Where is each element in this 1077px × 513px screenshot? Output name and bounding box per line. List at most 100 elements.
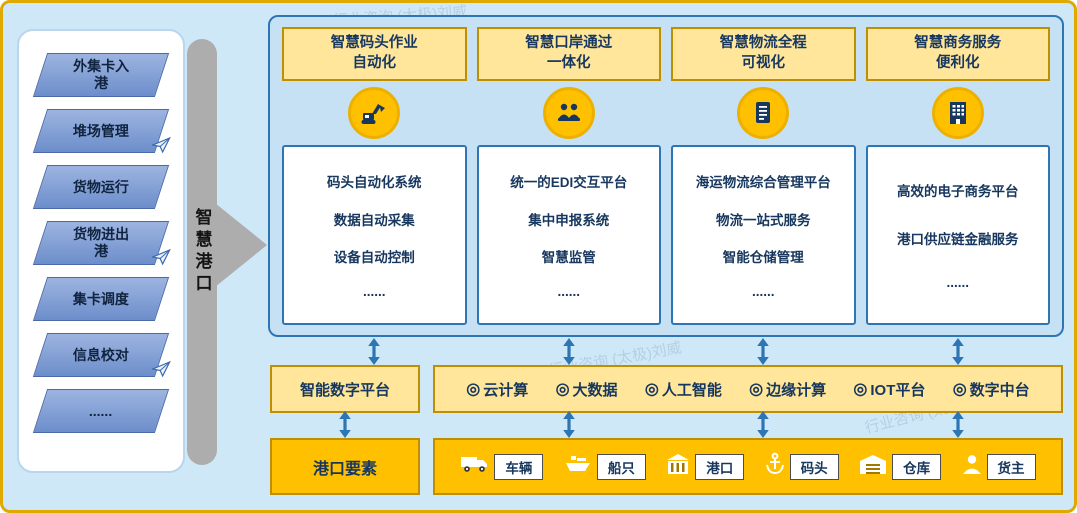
element-item-port: 港口: [665, 453, 745, 480]
element-item-label: 港口: [695, 453, 745, 480]
ship-icon: [563, 453, 593, 480]
element-item-dock: 码头: [764, 452, 839, 481]
tech-item-label: 人工智能: [661, 381, 722, 399]
element-item-label: 船只: [596, 453, 646, 480]
pillar-item: 数据自动采集: [333, 212, 415, 228]
pillar-icon-wrap: [671, 81, 856, 145]
pillar-item: 码头自动化系统: [327, 174, 422, 190]
tech-item: ◎ 人工智能: [645, 379, 722, 400]
pillar-title-line2: 可视化: [741, 55, 786, 71]
process-item-label: 货物进出港: [73, 226, 129, 259]
pillar-items: 统一的EDI交互平台 集中申报系统 智慧监管 ......: [476, 145, 661, 325]
pillar-title: 智慧码头作业 自动化: [282, 27, 467, 81]
process-item: 堆场管理: [32, 109, 171, 154]
smart-port-bracket-label: 智慧港口: [192, 208, 212, 296]
pillar-item: 智能仓储管理: [722, 250, 804, 266]
customs-staff-icon: [542, 87, 595, 139]
pillar-item: ......: [946, 274, 969, 290]
smart-port-pillars-container: 智慧码头作业 自动化 码头自动化系: [268, 15, 1064, 337]
port-elements-label: 港口要素: [312, 460, 377, 478]
target-bullet-icon: ◎: [749, 381, 764, 398]
smart-port-bracket: 智慧港口: [187, 39, 267, 465]
pillar-business-services: 智慧商务服务 便利化 高效的电子商: [865, 27, 1051, 325]
cargo-owner-icon: [961, 453, 983, 480]
element-item-label: 货主: [986, 453, 1036, 480]
anchor-icon: [764, 452, 786, 481]
process-item: 集卡调度: [32, 277, 170, 321]
pillar-logistics-visibility: 智慧物流全程 可视化 海运物流综合管理平台 物流一站式服务 智能仓储管: [671, 27, 856, 325]
pillar-items: 高效的电子商务平台 港口供应链金融服务 ......: [865, 145, 1050, 325]
pillar-item: 海运物流综合管理平台: [695, 174, 831, 190]
pillar-item: ......: [362, 284, 386, 300]
element-item-label: 车辆: [494, 453, 544, 480]
process-item: 信息校对: [32, 333, 171, 378]
target-bullet-icon: ◎: [644, 381, 659, 398]
pillar-item: 高效的电子商务平台: [897, 184, 1019, 200]
tech-item: ◎ 数字中台: [953, 379, 1030, 400]
tech-item: ◎ 边缘计算: [749, 379, 826, 400]
logistics-document-icon: [737, 87, 790, 139]
digital-platform-label: 智能数字平台: [299, 381, 390, 399]
pillar-title-line1: 智慧商务服务: [914, 35, 1002, 52]
element-item-ship: 船只: [563, 453, 646, 480]
commerce-building-icon: [931, 87, 984, 139]
excavator-icon: [348, 87, 401, 139]
double-arrow-icon: [755, 411, 771, 438]
pillar-title-line1: 智慧物流全程: [719, 35, 807, 52]
warehouse-icon: [858, 453, 888, 480]
double-arrow-icon: [366, 338, 382, 365]
pillar-item: ......: [751, 284, 775, 300]
element-item-cargo-owner: 货主: [961, 453, 1036, 480]
port-building-icon: [665, 453, 691, 480]
element-item-warehouse: 仓库: [858, 453, 942, 480]
element-item-label: 仓库: [892, 453, 942, 480]
tech-item: ◎ 云计算: [466, 379, 528, 400]
double-arrow-icon: [561, 338, 577, 365]
double-arrow-icon: [950, 411, 966, 438]
process-item-label: 货物运行: [73, 178, 130, 195]
target-bullet-icon: ◎: [555, 381, 570, 398]
double-arrow-icon: [950, 338, 966, 365]
process-item-label: 信息校对: [73, 346, 130, 363]
pillar-item: 物流一站式服务: [716, 212, 811, 228]
process-item: 外集卡入港: [32, 53, 170, 97]
pillar-title-line1: 智慧码头作业: [330, 35, 418, 52]
target-bullet-icon: ◎: [466, 381, 481, 398]
pillar-customs-integration: 智慧口岸通过 一体化 统一的E: [476, 27, 662, 325]
process-item-label: 集卡调度: [73, 290, 130, 307]
pillar-title: 智慧口岸通过 一体化: [476, 27, 661, 81]
pillar-title-line2: 自动化: [352, 55, 397, 71]
pillar-icon-wrap: [866, 81, 1051, 145]
paper-plane-icon: [150, 247, 172, 272]
pillar-title-line2: 便利化: [936, 55, 980, 71]
double-arrow-icon: [755, 338, 771, 365]
paper-plane-icon: [150, 359, 172, 384]
pillar-item: 集中申报系统: [528, 212, 610, 228]
business-process-panel: 外集卡入港 堆场管理 货物运行 货物进出港 集卡调度 信息校对 ...: [17, 29, 185, 473]
pillar-item: 港口供应链金融服务: [897, 231, 1019, 247]
pillar-item: 设备自动控制: [333, 250, 415, 266]
pillar-title-line2: 一体化: [547, 55, 591, 71]
target-bullet-icon: ◎: [853, 381, 868, 398]
double-arrow-icon: [337, 411, 353, 438]
element-item-label: 码头: [789, 453, 839, 480]
tech-item-label: IOT平台: [870, 381, 926, 399]
digital-platform-box: 智能数字平台: [270, 365, 420, 413]
paper-plane-icon: [150, 135, 172, 160]
pillar-icon-wrap: [282, 81, 467, 145]
process-item: 货物运行: [32, 165, 170, 209]
pillar-icon-wrap: [477, 81, 662, 145]
platform-technologies-box: ◎ 云计算 ◎ 大数据 ◎ 人工智能 ◎ 边缘计算 ◎ IOT平台 ◎ 数字中台: [433, 365, 1063, 413]
tech-item: ◎ 大数据: [556, 379, 618, 400]
pillar-item: 智慧监管: [541, 250, 596, 266]
process-item-label: 堆场管理: [73, 122, 130, 139]
pillar-item: 统一的EDI交互平台: [510, 174, 628, 190]
tech-item: ◎ IOT平台: [853, 379, 925, 400]
pillar-title: 智慧物流全程 可视化: [671, 27, 856, 81]
pillar-title-line1: 智慧口岸通过: [525, 35, 613, 52]
tech-item-label: 数字中台: [969, 381, 1030, 399]
tech-item-label: 云计算: [483, 381, 529, 399]
double-arrow-icon: [561, 411, 577, 438]
target-bullet-icon: ◎: [952, 381, 967, 398]
pillar-title: 智慧商务服务 便利化: [865, 27, 1050, 81]
